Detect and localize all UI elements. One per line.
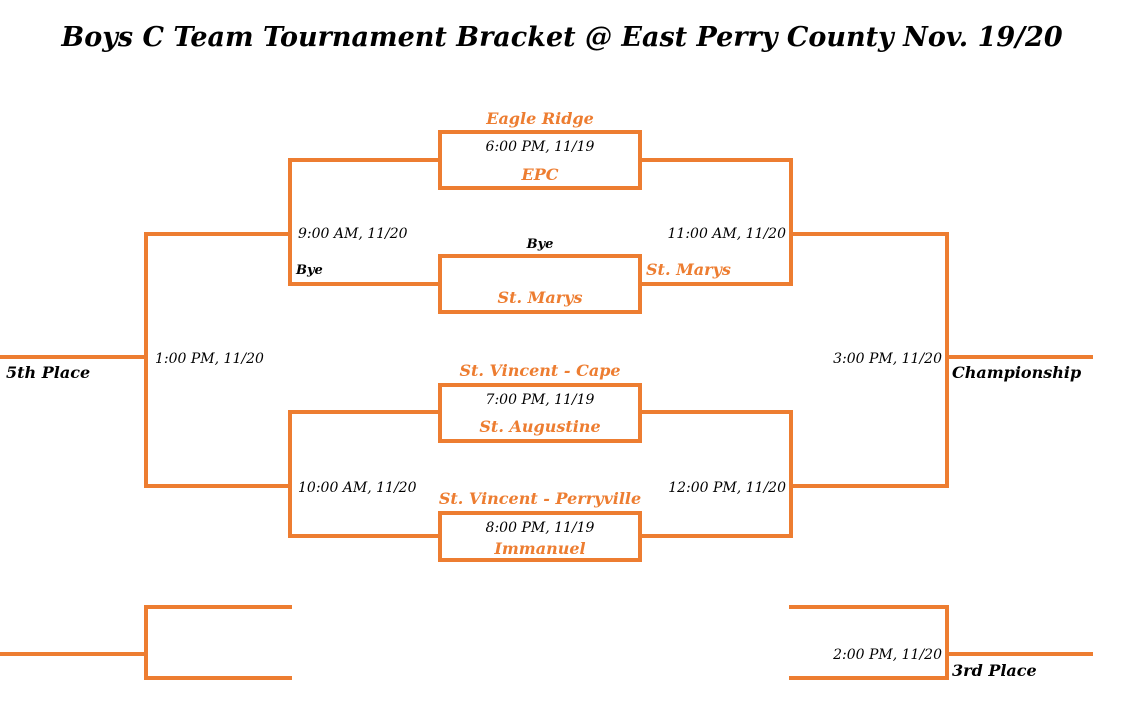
game-time: 3:00 PM, 11/20 bbox=[833, 351, 942, 367]
bracket-line bbox=[144, 605, 292, 609]
game-time: 9:00 AM, 11/20 bbox=[298, 226, 408, 242]
bracket-line bbox=[789, 676, 949, 680]
bracket-line bbox=[789, 158, 793, 286]
game-time: 2:00 PM, 11/20 bbox=[833, 647, 942, 663]
team-label: St. Vincent - Cape bbox=[459, 361, 621, 380]
bracket-line bbox=[288, 410, 440, 414]
game-time: 7:00 PM, 11/19 bbox=[485, 392, 595, 408]
advanced-team-label: St. Marys bbox=[646, 260, 731, 279]
game-time: 6:00 PM, 11/19 bbox=[485, 139, 595, 155]
bracket-line bbox=[0, 652, 148, 656]
bracket-line bbox=[144, 605, 148, 680]
bracket-line bbox=[789, 232, 949, 236]
bracket-line bbox=[144, 676, 292, 680]
championship-label: Championship bbox=[952, 363, 1082, 382]
team-label: St. Marys bbox=[497, 288, 583, 307]
team-label: St. Vincent - Perryville bbox=[438, 489, 642, 508]
bracket-line bbox=[789, 605, 949, 609]
bracket-line bbox=[945, 605, 949, 680]
bracket-line bbox=[0, 355, 148, 359]
bracket-line bbox=[144, 484, 292, 488]
team-label: St. Augustine bbox=[479, 417, 601, 436]
third-place-label: 3rd Place bbox=[952, 661, 1037, 680]
bracket-line bbox=[144, 232, 292, 236]
game-time: 11:00 AM, 11/20 bbox=[667, 226, 787, 242]
bracket-line bbox=[640, 410, 793, 414]
bracket-line bbox=[640, 534, 793, 538]
game-time: 8:00 PM, 11/19 bbox=[485, 520, 595, 536]
bracket-line bbox=[288, 158, 440, 162]
match-box-2 bbox=[438, 254, 642, 314]
bracket-line bbox=[288, 410, 292, 538]
bye-label: Bye bbox=[296, 263, 323, 278]
bracket-line bbox=[945, 232, 949, 488]
game-time: 12:00 PM, 11/20 bbox=[668, 480, 786, 496]
bracket-line bbox=[789, 410, 793, 538]
game-time: 1:00 PM, 11/20 bbox=[155, 351, 264, 367]
game-time: 10:00 AM, 11/20 bbox=[298, 480, 417, 496]
page-title: Boys C Team Tournament Bracket @ East Pe… bbox=[61, 22, 1063, 53]
bracket-line bbox=[640, 282, 793, 286]
match-box-3 bbox=[438, 383, 642, 443]
fifth-place-label: 5th Place bbox=[6, 363, 91, 382]
bracket-line bbox=[640, 158, 793, 162]
team-label: Eagle Ridge bbox=[486, 109, 594, 128]
bracket-line bbox=[789, 484, 949, 488]
match-box-1 bbox=[438, 130, 642, 190]
bracket-line bbox=[945, 355, 1093, 359]
bracket-line bbox=[288, 282, 440, 286]
bracket-line bbox=[288, 534, 440, 538]
team-label: EPC bbox=[521, 165, 559, 184]
bracket-line bbox=[288, 158, 292, 286]
team-label: Immanuel bbox=[494, 539, 586, 558]
bracket-line bbox=[945, 652, 1093, 656]
bye-label: Bye bbox=[526, 237, 554, 252]
bracket-line bbox=[144, 232, 148, 488]
